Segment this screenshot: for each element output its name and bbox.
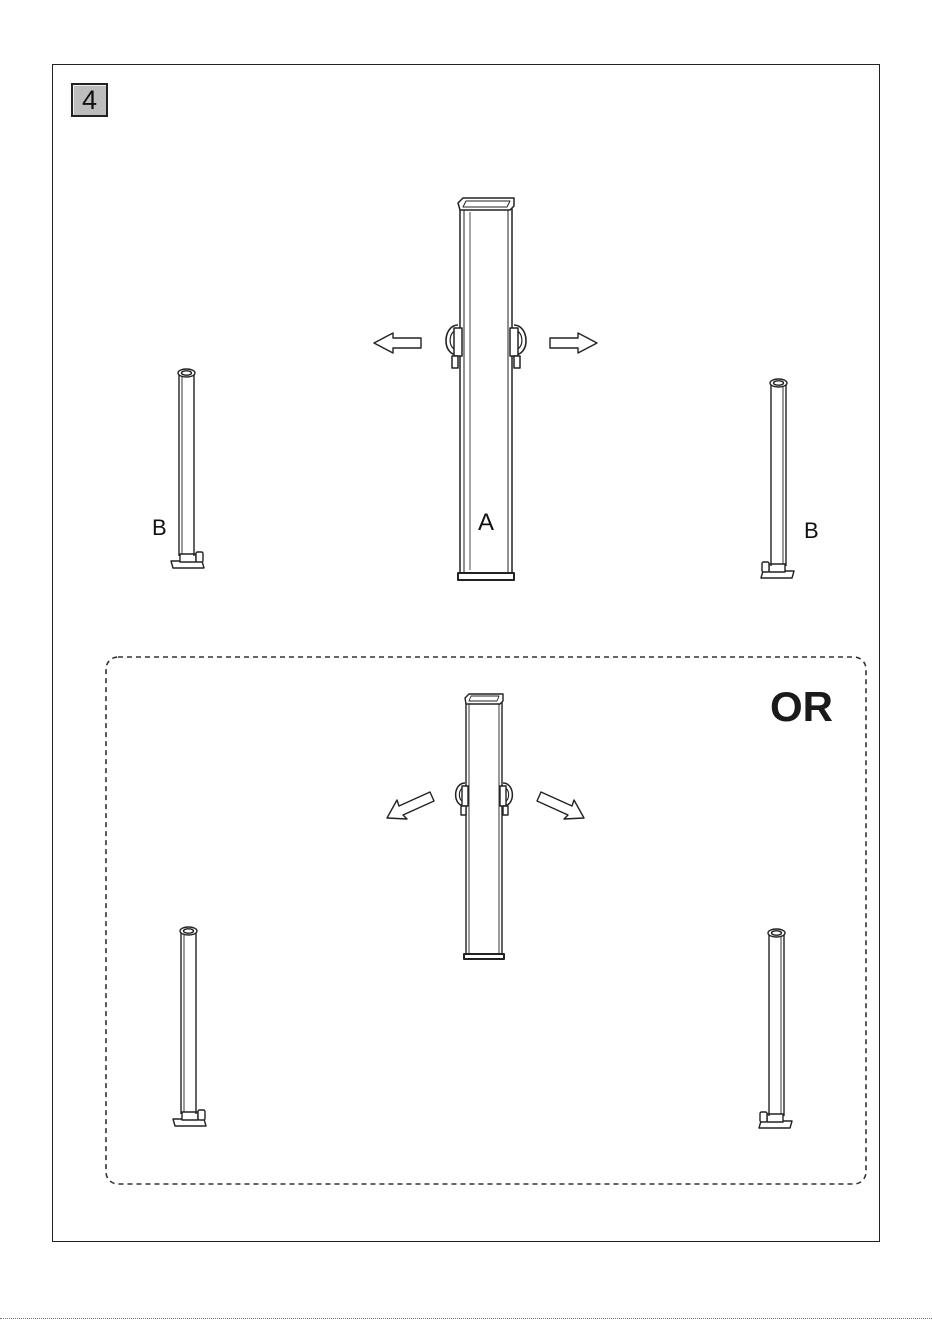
arrow-down-left-icon: [387, 792, 434, 819]
label-alternative-or: OR: [770, 683, 833, 730]
label-part-a: A: [478, 509, 494, 536]
arrow-down-right-icon: [537, 792, 584, 819]
center-column-small: [456, 694, 513, 959]
post-alt-right: [759, 929, 792, 1128]
post-b-left: [171, 369, 204, 568]
label-part-b-left: B: [152, 515, 167, 540]
label-part-b-right: B: [804, 518, 819, 543]
arrow-right-icon: [550, 333, 597, 353]
arrow-left-icon: [374, 333, 421, 353]
post-b-right: [761, 379, 794, 578]
post-alt-left: [173, 927, 206, 1126]
